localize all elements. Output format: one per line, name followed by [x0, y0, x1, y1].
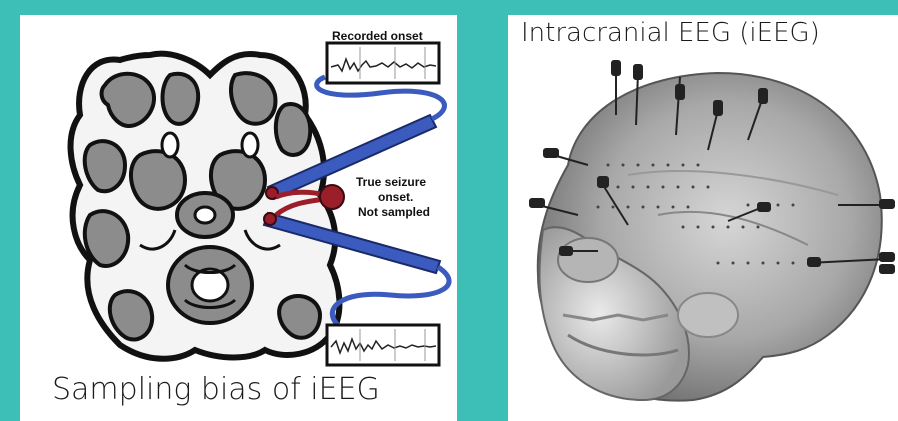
true-onset-line-2: onset. [378, 190, 413, 204]
true-onset-line-3: Not sampled [358, 205, 430, 219]
ieeg-panel: Intracranial EEG (iEEG) [508, 15, 898, 421]
skull-xray-image: Intracranial EEG (iEEG) [508, 15, 898, 421]
recorded-onset-label: Recorded onset [332, 29, 423, 43]
sampling-bias-caption: Sampling bias of iEEG [52, 372, 380, 407]
sampling-bias-panel: Recorded onset True seizure onset. Not s… [20, 15, 457, 421]
lower-waveform-box [327, 325, 439, 365]
ieeg-caption: Intracranial EEG (iEEG) [521, 18, 820, 48]
recorded-onset-box [327, 43, 439, 83]
brain-diagram: Recorded onset True seizure onset. Not s… [20, 15, 457, 421]
true-seizure-onset-marker [320, 185, 344, 209]
true-onset-line-1: True seizure [356, 175, 426, 189]
lead-wire-lower [332, 267, 449, 327]
